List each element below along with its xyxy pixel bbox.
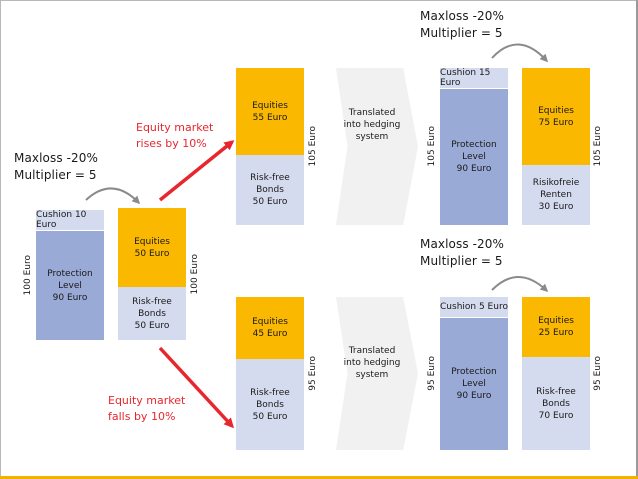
top-right-cushion: Cushion 15 Euro xyxy=(440,68,508,88)
bottom-right-multiplier: Multiplier = 5 xyxy=(420,254,503,268)
left-cushion: Cushion 10 Euro xyxy=(36,210,104,230)
frame-top-border xyxy=(0,0,638,1)
bottom-right-cushion: Cushion 5 Euro xyxy=(440,297,508,317)
top-right-multiplier: Multiplier = 5 xyxy=(420,26,503,40)
rise-translated-text: Translated into hedging system xyxy=(343,108,401,142)
top-right-protection-level: Protection Level 90 Euro xyxy=(440,89,508,225)
frame-bottom-accent xyxy=(0,476,638,479)
frame-left-border xyxy=(0,0,1,479)
fall-translated-chevron xyxy=(336,297,418,450)
rise-risk-free-bonds: Risk-free Bonds 50 Euro xyxy=(236,155,304,225)
left-protection-level: Protection Level 90 Euro xyxy=(36,231,104,340)
left-risk-free-bonds: Risk-free Bonds 50 Euro xyxy=(118,287,186,340)
fall-equities: Equities 45 Euro xyxy=(236,297,304,359)
frame-right-border xyxy=(636,0,638,479)
bottom-right-equities: Equities 25 Euro xyxy=(522,297,590,357)
top-right-bonds: Risikofreie Renten 30 Euro xyxy=(522,165,590,225)
rise-label: Equity market rises by 10% xyxy=(136,121,214,150)
rise-arrow xyxy=(158,140,235,202)
bottom-right-maxloss: Maxloss -20% xyxy=(420,237,505,251)
fall-arrow xyxy=(158,346,235,429)
rise-equities: Equities 55 Euro xyxy=(236,68,304,155)
left-equities: Equities 50 Euro xyxy=(118,208,186,287)
top-right-equities: Equities 75 Euro xyxy=(522,68,590,165)
bottom-right-protection-level: Protection Level 90 Euro xyxy=(440,318,508,450)
fall-label: Equity market falls by 10% xyxy=(108,394,186,423)
bottom-right-rebalance-arrow xyxy=(491,276,549,293)
left-multiplier: Multiplier = 5 xyxy=(14,168,97,182)
top-right-rebalance-arrow xyxy=(491,43,549,63)
left-maxloss: Maxloss -20% xyxy=(14,151,99,165)
bottom-right-bonds: Risk-free Bonds 70 Euro xyxy=(522,357,590,450)
fall-translated-text: Translated into hedging system xyxy=(343,346,401,380)
left-rebalance-arrow xyxy=(85,187,141,205)
rise-translated-chevron xyxy=(336,68,418,225)
fall-risk-free-bonds: Risk-free Bonds 50 Euro xyxy=(236,359,304,450)
top-right-maxloss: Maxloss -20% xyxy=(420,9,505,23)
